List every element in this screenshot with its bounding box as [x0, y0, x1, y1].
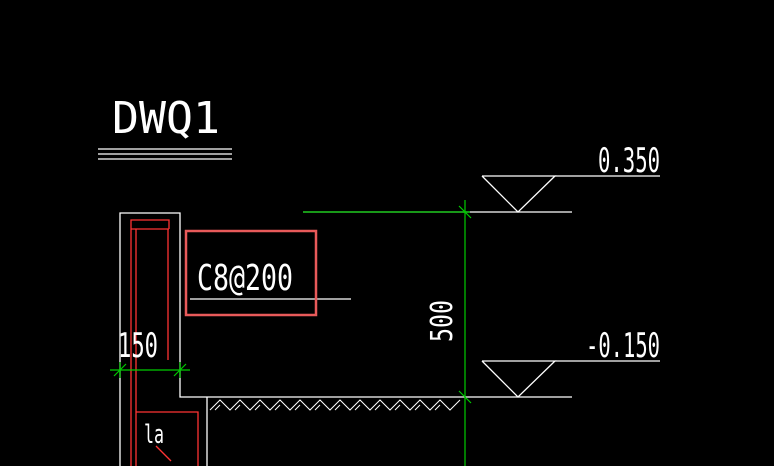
elevation-marker-top [481, 175, 660, 213]
height-dimension: 500 [425, 300, 460, 342]
width-dimension-line [110, 362, 190, 378]
wall-outline [119, 212, 572, 466]
title-underline [98, 148, 232, 160]
anchorage-label: la [144, 420, 164, 450]
height-dimension-line [303, 200, 472, 466]
elevation-marker-bottom [481, 360, 660, 398]
width-dimension: 150 [118, 326, 158, 366]
rebar-highlight-box [184, 229, 318, 317]
soil-hatch [209, 399, 461, 411]
rebar-label: C8@200 [197, 258, 293, 299]
drawing-title: DWQ1 [112, 93, 220, 144]
anchorage-leader [155, 445, 172, 462]
wall-rebar [130, 219, 199, 466]
elevation-top-label: 0.350 [598, 141, 660, 181]
elevation-bottom-label: -0.150 [586, 326, 660, 366]
